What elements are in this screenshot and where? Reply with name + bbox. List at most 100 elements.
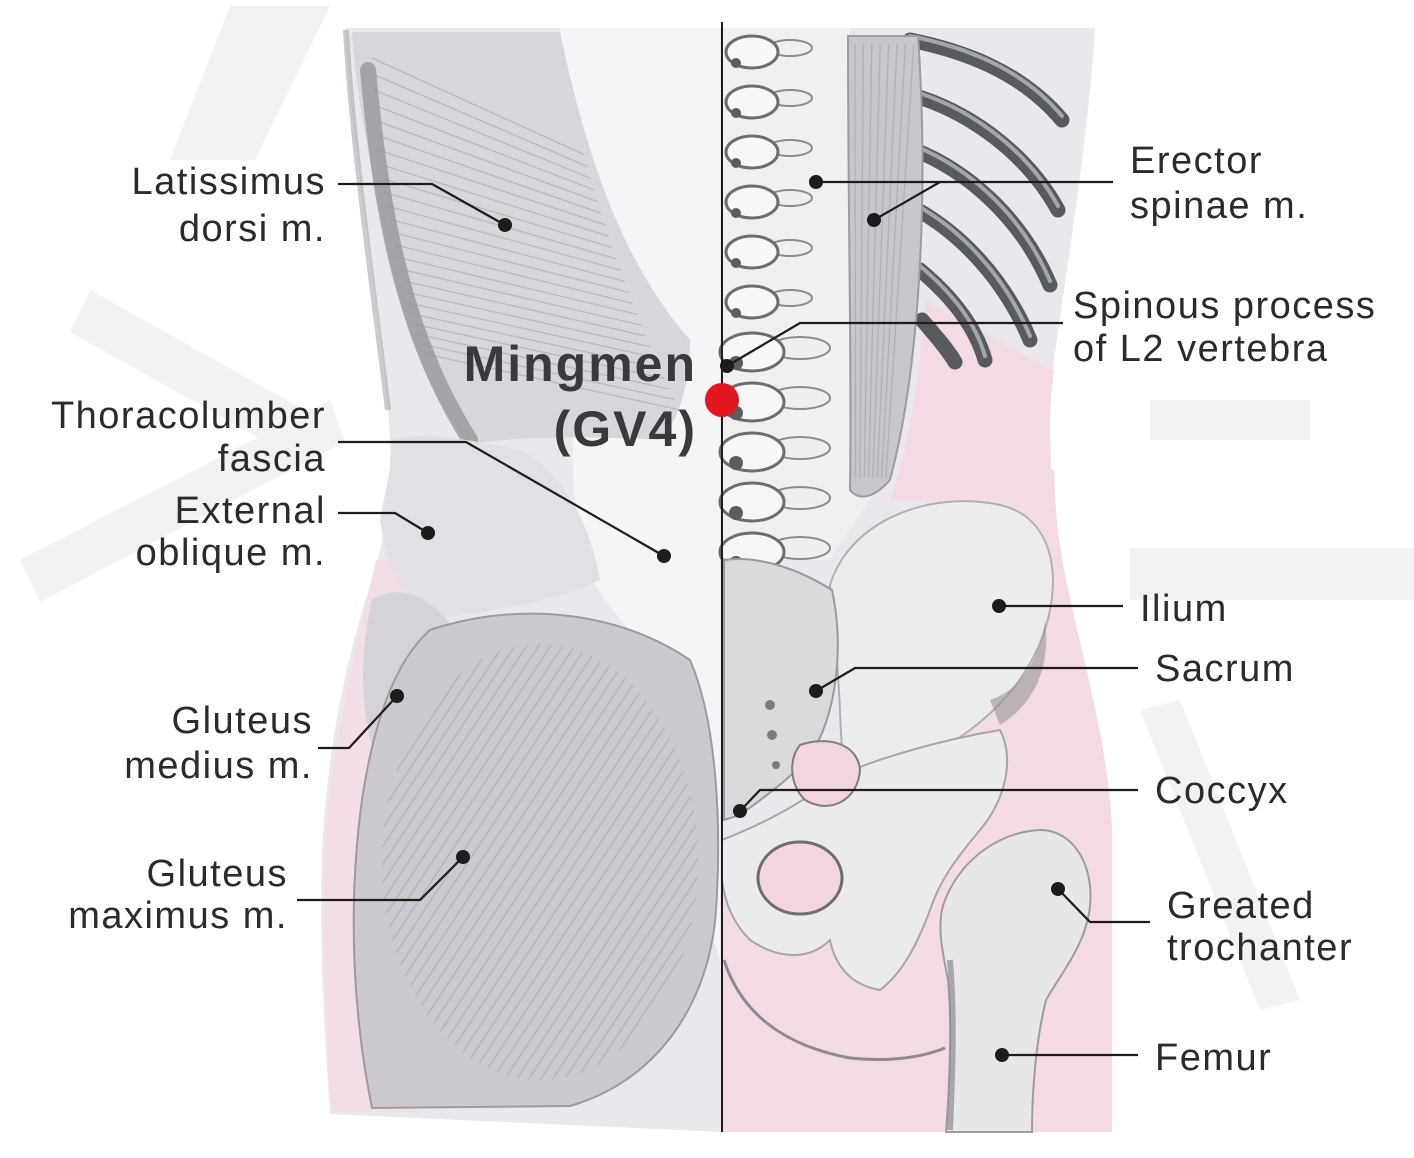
muscle-fiber [392, 651, 584, 941]
label-gluteus-maximus-line-1: Gluteus [147, 853, 288, 895]
obturator-foramen [756, 840, 844, 916]
muscle-fiber [390, 218, 625, 282]
rib-highlight [918, 264, 987, 358]
watermark-stroke [1150, 400, 1310, 440]
muscle-fiber [539, 840, 698, 1081]
pointer-dot [733, 804, 747, 818]
muscle-fiber [462, 737, 671, 1053]
label-thoracolumber-fascia-line-1: Thoracolumber [51, 395, 326, 437]
callout-femur: Femur [995, 1037, 1271, 1079]
muscle-fiber [487, 770, 685, 1069]
muscle-fiber [885, 43, 915, 479]
femur-bone [939, 828, 1092, 1133]
label-spinous-process-line-2: of L2 vertebra [1073, 328, 1328, 370]
muscle-fiber [618, 952, 685, 1051]
pointer-dot [992, 599, 1006, 613]
muscle-fiber [420, 684, 634, 1007]
muscle-fiber [426, 692, 641, 1016]
muscle-fiber [419, 334, 670, 390]
callout-latissimus-dorsi: Latissimus dorsi m. [132, 161, 512, 250]
rib-highlight [913, 144, 1052, 283]
callout-coccyx: Coccyx [733, 770, 1289, 818]
pointer-dot [390, 689, 404, 703]
label-sacrum: Sacrum [1155, 648, 1295, 690]
skin-tint-lower-left [324, 560, 420, 1112]
callout-ilium: Ilium [992, 588, 1228, 630]
label-spinous-process-line-1: Spinous process [1073, 285, 1376, 327]
muscle-fiber [427, 353, 680, 411]
muscle-fiber [404, 665, 610, 977]
muscle-fiber [517, 810, 695, 1079]
vertebra-shadow [731, 208, 741, 218]
muscle-fiber [383, 178, 613, 249]
muscle-fiber [867, 43, 881, 479]
label-gluteus-maximus-line-2: maximus m. [68, 895, 288, 937]
rib-highlight [908, 34, 1064, 118]
vertebra-shadow [731, 258, 741, 268]
muscle-fiber [880, 43, 907, 479]
muscle-fiber [383, 644, 553, 899]
muscle-fiber [580, 897, 697, 1073]
label-thoracolumber-fascia-line-2: fascia [218, 438, 326, 480]
callout-gluteus-maximus: Gluteus maximus m. [68, 850, 470, 937]
vertebra-shadow [731, 158, 741, 168]
acupoint-code: (GV4) [554, 401, 697, 457]
pointer-dot [421, 526, 435, 540]
muscle-fiber [412, 313, 660, 369]
muscle-fiber [381, 644, 529, 866]
watermark-stroke [70, 290, 322, 462]
label-latissimus-dorsi-line-1: Latissimus [132, 161, 327, 203]
callout-external-oblique: External oblique m. [136, 490, 435, 574]
rib [907, 142, 1058, 293]
acupoint-callout: Mingmen (GV4) [464, 336, 739, 457]
muscle-fiber [551, 858, 699, 1080]
muscle-fiber [372, 73, 588, 167]
watermark [20, 6, 1414, 1010]
vertebra-shadow [731, 308, 741, 318]
muscle-fiber [439, 708, 654, 1032]
pointer-dot [456, 850, 470, 864]
muscle-fiber [872, 43, 890, 479]
muscle-fiber [423, 344, 675, 401]
pointer-dot [867, 213, 881, 227]
latissimus-fibers [371, 57, 680, 411]
muscle-fiber [597, 921, 693, 1066]
vertebra-shadow [731, 108, 741, 118]
muscle-fiber [373, 89, 591, 179]
callout-thoracolumber-fascia: Thoracolumber fascia [51, 395, 671, 563]
label-gluteus-medius-line-2: medius m. [124, 745, 313, 787]
watermark-stroke [1140, 700, 1300, 1010]
muscle-fiber [409, 302, 656, 359]
pointer-dot [995, 1048, 1009, 1062]
muscle-fiber [400, 268, 642, 326]
pointer-dot [657, 549, 671, 563]
muscle-fiber [397, 256, 638, 316]
vertebra-shadow [729, 456, 743, 470]
label-ilium: Ilium [1140, 588, 1228, 630]
ilium-shading [990, 620, 1047, 725]
vertebra-shadow [729, 506, 743, 520]
label-erector-spinae-line-2: spinae m. [1130, 185, 1308, 227]
muscle-fiber [395, 673, 462, 772]
leader-line [739, 788, 1138, 812]
muscle-fiber [506, 796, 692, 1076]
left-torso-edge-shadow [343, 29, 391, 411]
latissimus-border-shadow [360, 62, 478, 448]
muscle-fiber [478, 759, 680, 1064]
callout-gluteus-medius: Gluteus medius m. [124, 689, 404, 787]
leader-line [726, 321, 1063, 367]
muscle-fiber [392, 231, 629, 294]
label-coccyx: Coccyx [1155, 770, 1289, 812]
muscle-fiber [395, 655, 593, 954]
muscle-fiber [394, 244, 634, 305]
leader-line [338, 511, 429, 534]
watermark-stroke [1130, 548, 1414, 600]
label-external-oblique-line-2: oblique m. [136, 532, 326, 574]
erector-spinae-fibers [854, 43, 915, 479]
buttock-crease [722, 959, 946, 1061]
rib [902, 32, 1070, 128]
muscle-fiber [387, 205, 621, 271]
muscle-fiber [375, 105, 595, 191]
